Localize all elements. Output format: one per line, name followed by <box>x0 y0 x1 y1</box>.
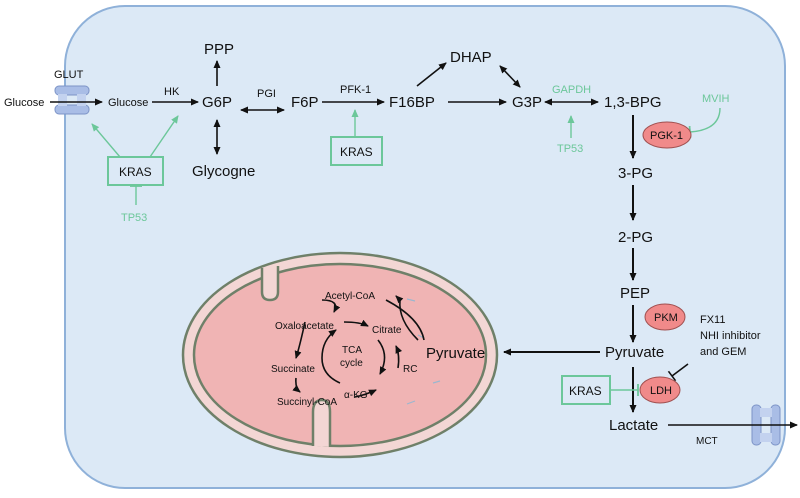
acetyl-coa-label: Acetyl-CoA <box>325 291 375 302</box>
mito-pyruvate-label: Pyruvate <box>426 345 485 362</box>
glucose-outside-label: Glucose <box>4 97 44 109</box>
tp53-kras-label: TP53 <box>121 212 147 224</box>
citrate-label: Citrate <box>372 325 402 336</box>
kras-box-ldh <box>561 375 611 405</box>
tca-label-2: cycle <box>340 358 363 369</box>
tca-cycle-arrows <box>292 295 425 398</box>
pgk1-label: PGK-1 <box>650 130 683 142</box>
akg-label: α-KG <box>344 390 368 401</box>
glut-label: GLUT <box>54 69 84 81</box>
fx11-label-3: and GEM <box>700 346 746 358</box>
kras-box-pfk1 <box>330 136 383 166</box>
3pg-label: 3-PG <box>618 165 653 182</box>
glut-transporter-icon <box>54 85 90 115</box>
tca-label-1: TCA <box>342 345 362 356</box>
2pg-label: 2-PG <box>618 229 653 246</box>
kras-activates-glut <box>91 123 121 158</box>
glucose-inside-label: Glucose <box>108 97 148 109</box>
pfk1-label: PFK-1 <box>340 84 371 96</box>
mvih-label: MVIH <box>702 93 730 105</box>
ppp-label: PPP <box>204 41 234 58</box>
hk-label: HK <box>164 86 180 98</box>
kras-ldh-label: KRAS <box>569 384 602 398</box>
mvih-inhibits-pgk1 <box>688 107 721 139</box>
lactate-label: Lactate <box>609 417 658 434</box>
pgi-label: PGI <box>257 88 276 100</box>
gapdh-label: GAPDH <box>552 84 591 96</box>
succinyl-coa-label: Succinyl-CoA <box>277 397 337 408</box>
kras-box-glucose <box>107 156 164 186</box>
pgk1-enzyme <box>642 121 692 149</box>
oxaloacetate-label: Oxaloacetate <box>275 321 334 332</box>
g6p-label: G6P <box>202 94 232 111</box>
arrow-f16bp-dhap <box>416 62 447 87</box>
13bpg-label: 1,3-BPG <box>604 94 662 111</box>
kras-pfk1-label: KRAS <box>340 145 373 159</box>
dhap-label: DHAP <box>450 49 492 66</box>
g3p-label: G3P <box>512 94 542 111</box>
mitochondrion <box>181 251 499 459</box>
glycogne-label: Glycogne <box>192 163 255 180</box>
pyruvate-label: Pyruvate <box>605 344 664 361</box>
kras-activates-hk <box>149 115 179 158</box>
arrow-dhap-g3p <box>499 65 521 88</box>
fx11-label-1: FX11 <box>700 314 725 326</box>
mct-label: MCT <box>696 436 718 447</box>
ldh-enzyme <box>639 376 681 404</box>
inhibit-fx11-ldh <box>667 363 689 382</box>
rc-label: RC <box>403 364 417 375</box>
kras-glucose-label: KRAS <box>119 165 152 179</box>
pkm-enzyme <box>644 303 686 331</box>
ldh-label: LDH <box>650 385 672 397</box>
tp53-g3p-label: TP53 <box>557 143 583 155</box>
pkm-label: PKM <box>654 312 678 324</box>
f6p-label: F6P <box>291 94 319 111</box>
f16bp-label: F16BP <box>389 94 435 111</box>
pep-label: PEP <box>620 285 650 302</box>
fx11-label-2: NHI inhibitor <box>700 330 761 342</box>
succinate-label: Succinate <box>271 364 315 375</box>
